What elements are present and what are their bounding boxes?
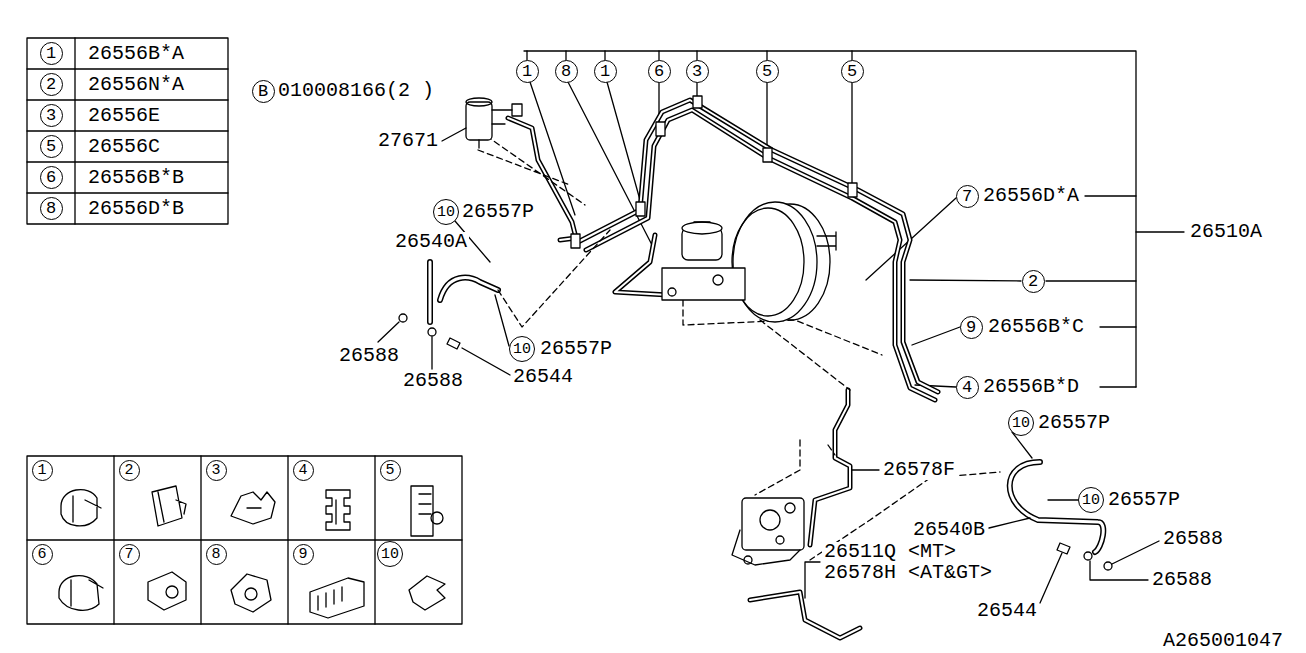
callout-circle: B xyxy=(252,80,275,103)
callout-circle: 5 xyxy=(756,60,779,83)
part-number: 26556B*B xyxy=(86,168,186,188)
callout-circle: 1 xyxy=(32,460,53,481)
callout-number: 8 xyxy=(46,200,56,217)
part-number: 26544 xyxy=(511,367,575,387)
callout-circle: 8 xyxy=(555,60,578,83)
part-number: 26578H <AT&GT> xyxy=(822,563,994,583)
callout-number: 1 xyxy=(600,63,610,80)
callout-circle: 7 xyxy=(119,544,140,565)
callout-number: 5 xyxy=(46,138,56,155)
part-number: 26588 xyxy=(1150,570,1214,590)
callout-number: 4 xyxy=(962,379,972,396)
callout-number: 9 xyxy=(966,319,976,336)
callout-circle: 9 xyxy=(293,544,314,565)
callout-number: 3 xyxy=(46,107,56,124)
callout-circle: 9 xyxy=(960,316,983,339)
callout-number: 5 xyxy=(847,63,857,80)
part-number: 27671 xyxy=(376,131,440,151)
part-number: 26588 xyxy=(337,346,401,366)
callout-number: 1 xyxy=(46,45,56,62)
callout-number: 9 xyxy=(298,547,307,562)
callout-number: 2 xyxy=(1028,273,1038,290)
callout-circle: 10 xyxy=(1078,487,1104,513)
callout-circle: 4 xyxy=(293,460,314,481)
callout-circle: 1 xyxy=(516,60,539,83)
callout-circle: 10 xyxy=(433,199,459,225)
callout-number: 1 xyxy=(522,63,532,80)
callout-circle: 4 xyxy=(956,376,979,399)
callout-number: 10 xyxy=(437,205,455,220)
part-number: 26557P xyxy=(1036,413,1112,433)
part-number: 26557P xyxy=(460,202,536,222)
part-number: 26588 xyxy=(401,371,465,391)
part-number: 26578F xyxy=(881,460,957,480)
callout-circle: 3 xyxy=(206,460,227,481)
callout-circle: 2 xyxy=(40,73,63,96)
part-number: 26556C xyxy=(86,137,162,157)
callout-circle: 8 xyxy=(206,544,227,565)
part-number: 26556D*A xyxy=(981,186,1081,206)
part-number: 26557P xyxy=(538,339,614,359)
part-number: 26557P xyxy=(1106,490,1182,510)
callout-circle: 6 xyxy=(40,166,63,189)
callout-circle: 6 xyxy=(32,544,53,565)
callout-circle: 2 xyxy=(1022,270,1045,293)
callout-number: 2 xyxy=(46,76,56,93)
part-number: 26588 xyxy=(1161,529,1225,549)
callout-number: 6 xyxy=(654,63,664,80)
callout-circle: 8 xyxy=(40,197,63,220)
part-number: 26556D*B xyxy=(86,199,186,219)
callout-circle: 5 xyxy=(841,60,864,83)
callout-circle: 10 xyxy=(377,541,403,567)
callout-number: 8 xyxy=(211,547,220,562)
callout-number: 3 xyxy=(692,63,702,80)
callout-circle: 5 xyxy=(380,460,401,481)
callout-circle: 3 xyxy=(686,60,709,83)
callout-circle: 2 xyxy=(119,460,140,481)
callout-number: 8 xyxy=(561,63,571,80)
callout-number: 10 xyxy=(1082,493,1100,508)
part-number: 26556B*D xyxy=(981,377,1081,397)
callout-number: 7 xyxy=(124,547,133,562)
callout-number: 2 xyxy=(124,463,133,478)
callout-number: 10 xyxy=(1012,416,1030,431)
callout-circle: 10 xyxy=(509,336,535,362)
callout-circle: 5 xyxy=(40,135,63,158)
callout-circle: 6 xyxy=(648,60,671,83)
callout-circle: 10 xyxy=(1008,410,1034,436)
part-number: 010008166(2 ) xyxy=(276,81,436,101)
callout-number: 10 xyxy=(513,342,531,357)
callout-number: 3 xyxy=(211,463,220,478)
part-number: A265001047 xyxy=(1161,631,1285,651)
callout-number: 4 xyxy=(298,463,307,478)
part-number: 26511Q <MT> xyxy=(822,542,958,562)
callout-circle: 1 xyxy=(40,42,63,65)
callout-number: 1 xyxy=(37,463,46,478)
callout-circle: 3 xyxy=(40,104,63,127)
callout-circle: 7 xyxy=(956,185,979,208)
part-number: 26556N*A xyxy=(86,75,186,95)
part-number: 26544 xyxy=(975,601,1039,621)
callout-number: B xyxy=(258,83,268,100)
part-number: 26540A xyxy=(393,232,469,252)
part-number: 26556B*C xyxy=(986,317,1086,337)
callout-circle: 1 xyxy=(594,60,617,83)
callout-number: 6 xyxy=(46,169,56,186)
part-number: 26510A xyxy=(1188,222,1264,242)
callout-number: 5 xyxy=(385,463,394,478)
callout-number: 7 xyxy=(962,188,972,205)
part-number: 26556B*A xyxy=(86,44,186,64)
callout-number: 5 xyxy=(762,63,772,80)
part-number: 26556E xyxy=(86,106,162,126)
part-number: 26540B xyxy=(911,520,987,540)
callout-number: 10 xyxy=(381,547,399,562)
callout-number: 6 xyxy=(37,547,46,562)
